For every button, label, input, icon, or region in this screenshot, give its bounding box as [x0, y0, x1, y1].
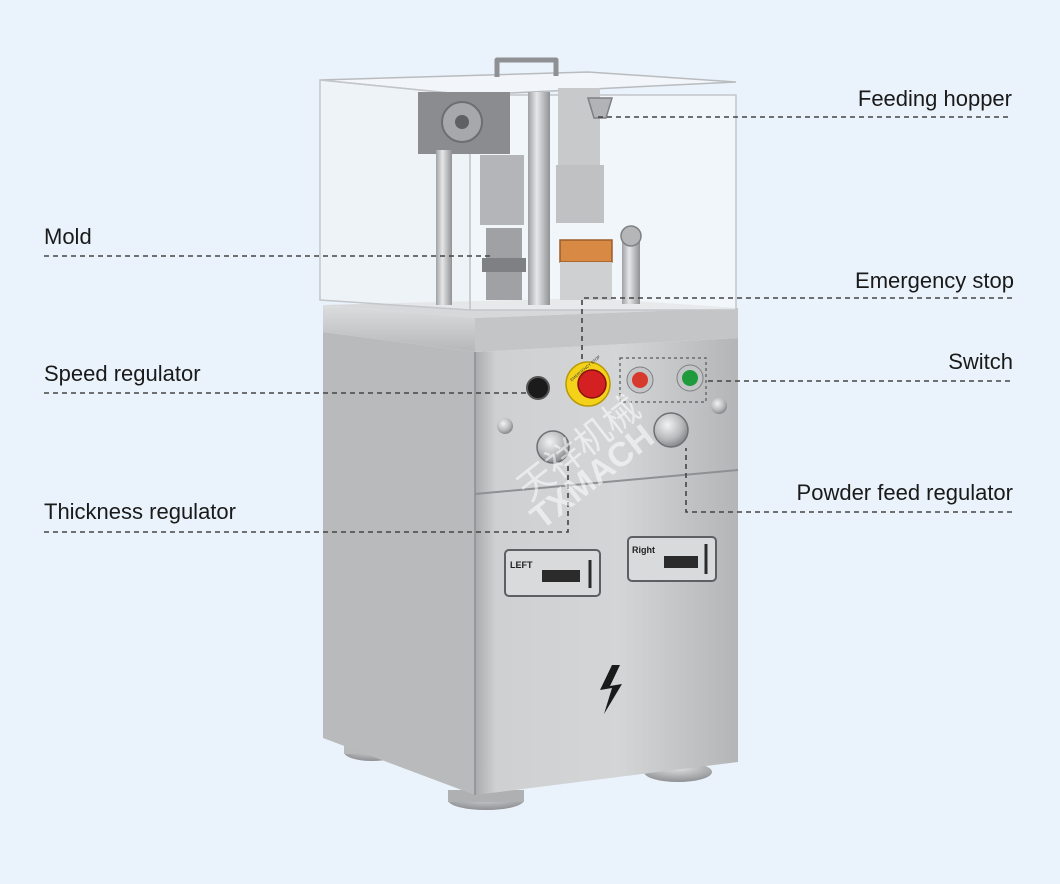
label-speed-regulator: Speed regulator	[44, 361, 201, 386]
leader-lines	[44, 116, 1012, 533]
powder-feed-shaft	[622, 232, 640, 304]
cabinet-side	[323, 332, 475, 795]
shaft-top-cap	[620, 225, 642, 247]
speed-regulator-knob[interactable]	[526, 376, 550, 400]
feeder-ring	[559, 239, 613, 263]
turret-upper	[556, 165, 604, 223]
label-powder-feed-regulator: Powder feed regulator	[796, 480, 1013, 505]
stop-switch-button[interactable]	[632, 372, 648, 388]
start-switch-button[interactable]	[682, 370, 698, 386]
foot-front-left-base	[448, 790, 524, 802]
upper-punch-assembly	[480, 155, 524, 225]
powder-feed-regulator-knob[interactable]	[653, 412, 689, 448]
label-mold: Mold	[44, 224, 92, 249]
column-left	[436, 150, 452, 305]
left-plate-label: LEFT	[510, 560, 533, 570]
table-side	[323, 305, 475, 352]
feeding-hopper-funnel	[586, 97, 614, 119]
column-right	[528, 92, 550, 305]
cover-handle	[494, 57, 559, 77]
table-front	[475, 308, 738, 352]
lightning-warning-icon	[600, 665, 622, 714]
left-bolt	[497, 418, 513, 434]
thickness-regulator-knob[interactable]	[536, 430, 570, 464]
front-panel-seam	[474, 469, 739, 495]
right-bolt	[711, 398, 727, 414]
turret-lower	[560, 262, 612, 300]
leader-powder-feed-regulator	[685, 448, 1012, 513]
leader-thickness-regulator	[44, 462, 569, 533]
right-plate-label: Right	[632, 545, 655, 555]
emergency-stop-button[interactable]	[577, 369, 607, 399]
label-thickness-regulator: Thickness regulator	[44, 499, 236, 524]
switch-group-box	[619, 357, 707, 403]
mold-die	[482, 258, 526, 272]
label-switch: Switch	[948, 349, 1013, 374]
crank-hub	[455, 115, 469, 129]
leader-emergency-stop	[581, 297, 1012, 362]
right-scale-indicator	[664, 556, 698, 568]
label-feeding-hopper: Feeding hopper	[857, 86, 1012, 111]
label-emergency-stop: Emergency stop	[855, 268, 1014, 293]
left-scale-indicator	[542, 570, 580, 582]
